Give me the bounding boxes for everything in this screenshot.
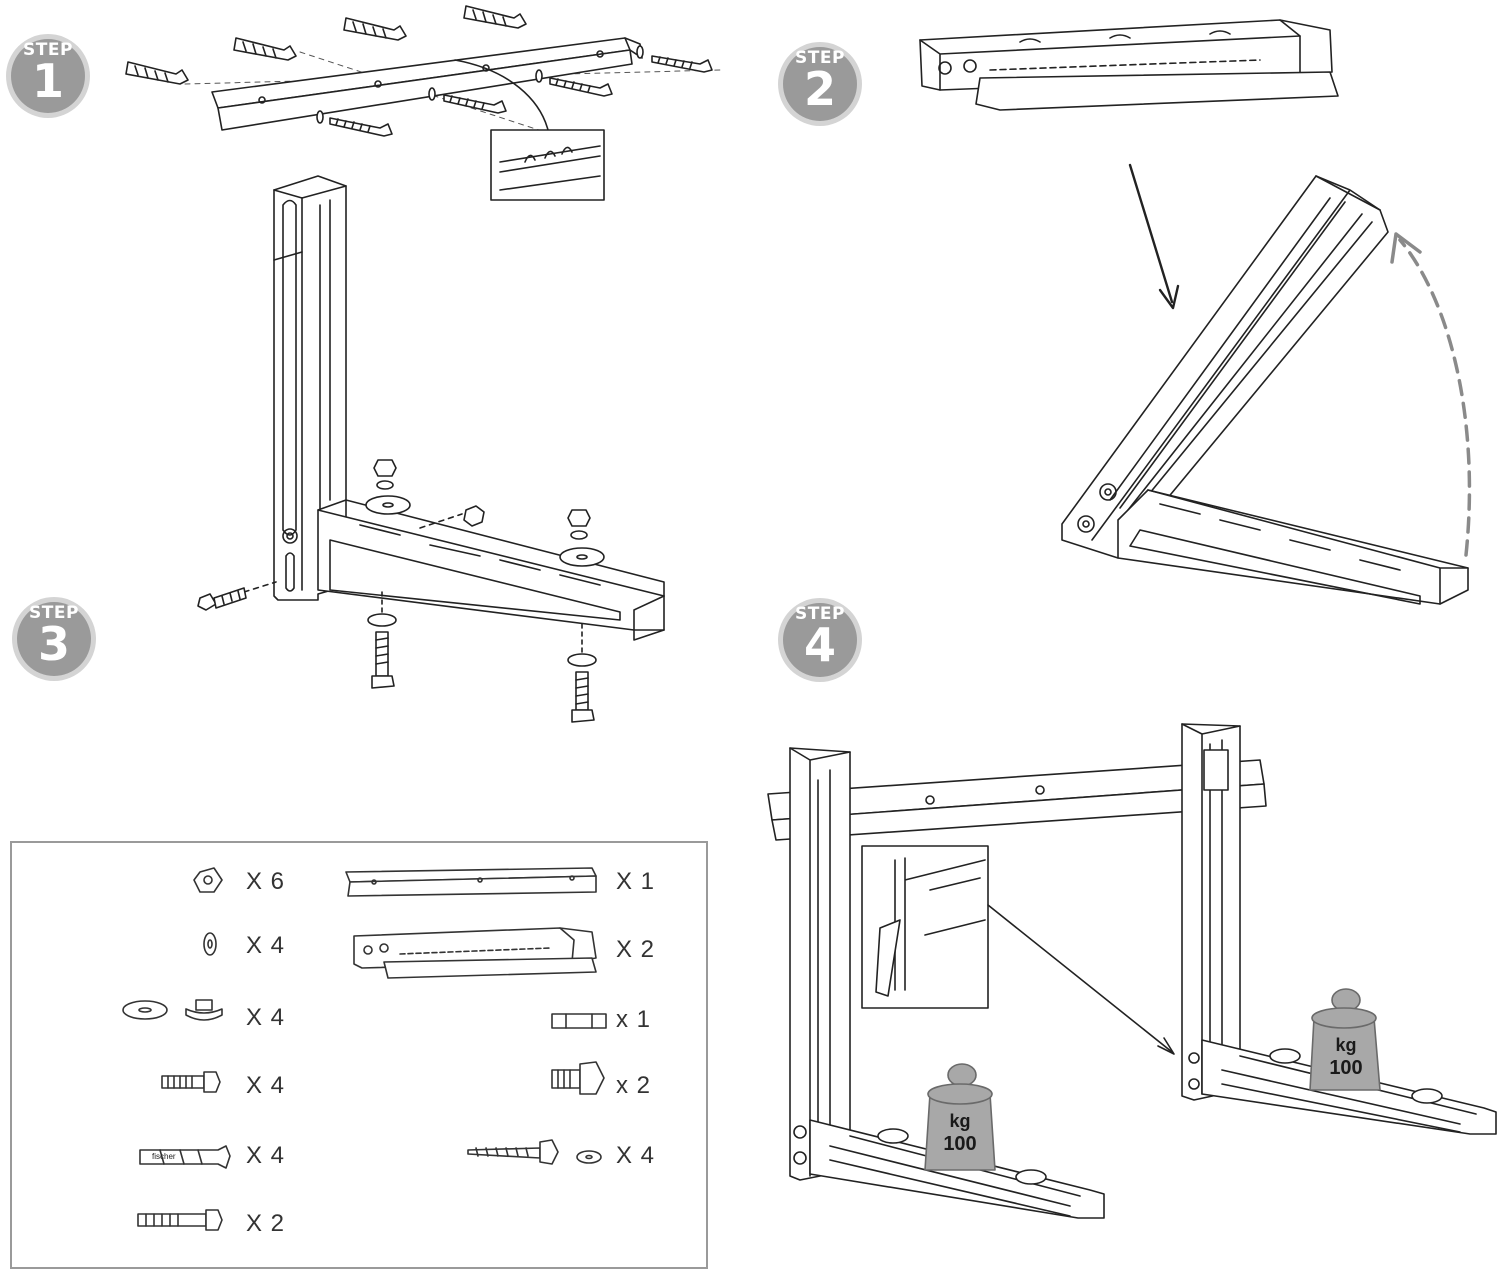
part-screw <box>467 1139 602 1165</box>
step-label: STEP <box>795 604 845 624</box>
qty-washer: X 4 <box>246 932 286 959</box>
screw-2 <box>428 87 507 114</box>
part-rubber-bushing <box>185 1008 223 1021</box>
weight-value: 100 <box>943 1133 977 1155</box>
screw-1 <box>316 110 393 137</box>
anchor-3 <box>343 17 407 41</box>
step-2-rotate-arrow <box>1398 238 1472 557</box>
qty-hex-bolt: x 2 <box>616 1072 652 1099</box>
part-long-bolt <box>137 1209 223 1231</box>
part-flat-washer <box>122 1000 168 1020</box>
qty-screw: X 4 <box>616 1142 656 1169</box>
step-1-rail-assembly <box>125 5 721 201</box>
part-hex-bolt <box>551 1061 605 1095</box>
anchor-2 <box>233 37 297 61</box>
step-4-badge: STEP 4 <box>776 596 864 684</box>
qty-rubber: X 4 <box>246 1004 286 1031</box>
qty-bracket: X 2 <box>616 936 656 963</box>
weight-right-label: kg 100 <box>1316 1034 1376 1080</box>
qty-long-bolt: X 2 <box>246 1210 286 1237</box>
part-rail <box>345 867 597 897</box>
anchor-brand-label: fischer <box>152 1152 176 1161</box>
step-2-folded-bracket <box>919 19 1339 111</box>
screw-4 <box>636 45 713 73</box>
qty-anchor: X 4 <box>246 1142 286 1169</box>
bottom-bolt-1 <box>367 613 397 689</box>
weight-value: 100 <box>1329 1057 1363 1079</box>
step-number: 1 <box>31 54 64 108</box>
part-anchor <box>139 1145 231 1169</box>
weight-left <box>924 1063 996 1171</box>
parts-icons <box>122 867 607 1231</box>
weight-left-label: kg 100 <box>930 1110 990 1156</box>
part-nut <box>193 867 223 893</box>
step-3-badge: STEP 3 <box>10 595 98 683</box>
qty-bolt: X 4 <box>246 1072 286 1099</box>
step-2-down-arrow <box>1128 163 1174 304</box>
screw-3 <box>535 69 613 97</box>
weight-unit: kg <box>949 1111 971 1131</box>
step-4-assembly <box>767 723 1497 1219</box>
parts-list-box <box>10 841 708 1269</box>
part-bracket <box>353 927 597 979</box>
anchor-1 <box>125 61 189 85</box>
step-3-bracket <box>197 175 665 723</box>
side-bolt <box>197 587 247 611</box>
nut-washer-stack-1 <box>365 459 411 515</box>
step-label: STEP <box>23 40 73 60</box>
step-number: 2 <box>803 62 836 116</box>
weight-unit: kg <box>1335 1035 1357 1055</box>
step-2-unfolded-bracket <box>1061 175 1469 605</box>
bottom-bolt-2 <box>567 653 597 723</box>
part-bolt <box>161 1071 221 1093</box>
qty-nut: X 6 <box>246 868 286 895</box>
step-number: 4 <box>803 618 836 672</box>
step-label: STEP <box>795 48 845 68</box>
weight-right <box>1309 988 1381 1091</box>
step-2-badge: STEP 2 <box>776 40 864 128</box>
nut-washer-stack-2 <box>559 509 605 567</box>
part-pin <box>551 1013 607 1029</box>
part-washer <box>203 932 217 956</box>
step-number: 3 <box>37 617 70 671</box>
qty-rail: X 1 <box>616 868 656 895</box>
qty-pin: x 1 <box>616 1006 652 1033</box>
anchor-4 <box>463 5 527 29</box>
step-1-badge: STEP 1 <box>4 32 92 120</box>
step-label: STEP <box>29 603 79 623</box>
